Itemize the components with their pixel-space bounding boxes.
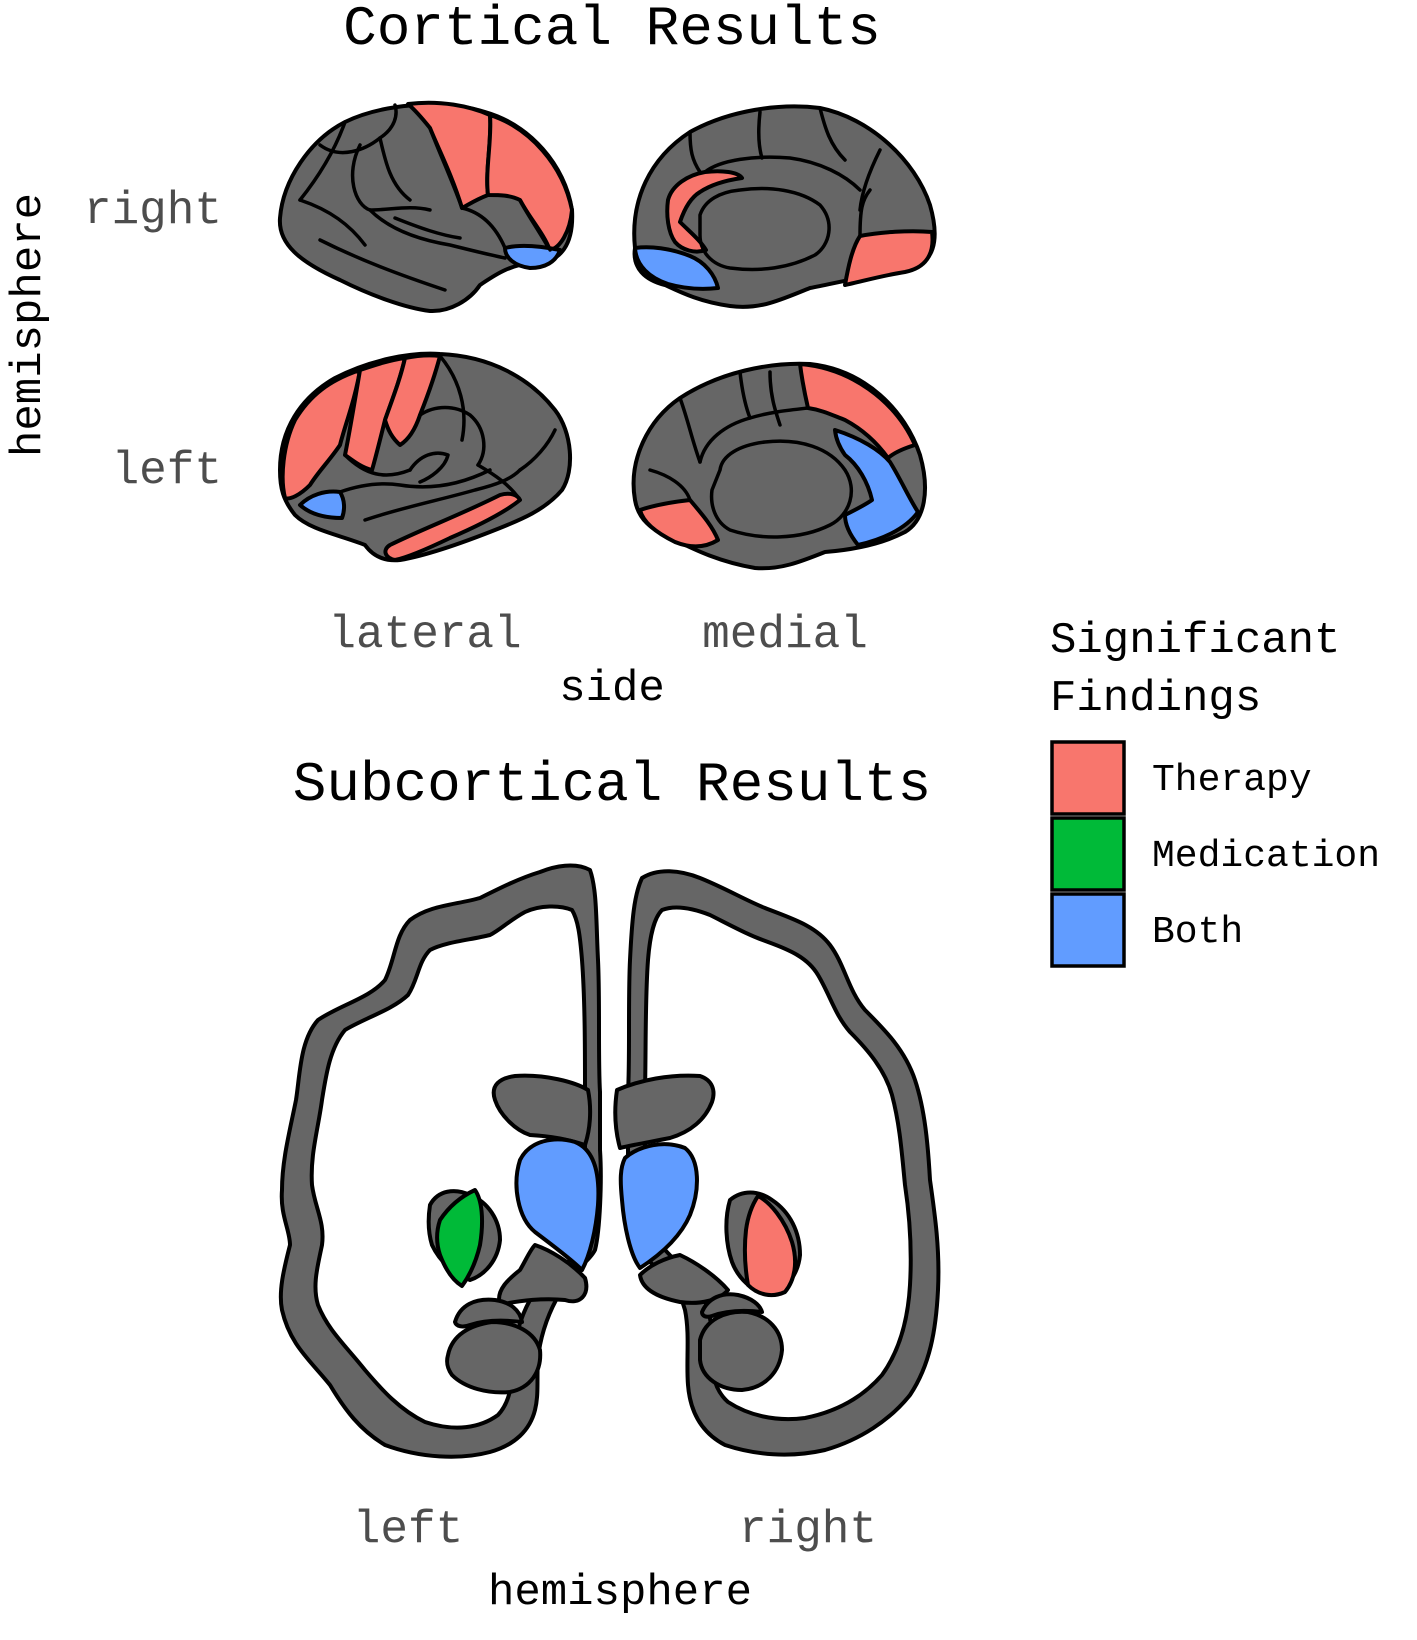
brain-right-lateral <box>277 100 575 314</box>
coronal-slice <box>278 863 941 1459</box>
left-temporal-inner <box>453 1297 524 1329</box>
legend-swatch-both <box>1050 892 1126 968</box>
row-label-left: left <box>112 445 222 497</box>
cortical-x-axis-label: side <box>559 664 665 714</box>
right-putamen-therapy <box>742 1194 798 1298</box>
sub-col-label-right: right <box>739 1504 877 1556</box>
left-pallidum-medication <box>435 1188 485 1288</box>
subcortical-x-axis-label: hemisphere <box>488 1568 752 1618</box>
cortical-y-axis-label: hemisphere <box>4 193 54 457</box>
legend-label-both: Both <box>1152 911 1243 954</box>
right-medial-therapy-arc <box>665 169 744 254</box>
left-amygdala <box>445 1320 543 1395</box>
col-label-lateral: lateral <box>328 609 521 661</box>
left-hippocampus <box>497 1243 589 1307</box>
legend-swatch-medication <box>1050 816 1126 892</box>
cortical-title: Cortical Results <box>343 0 881 61</box>
legend-label-therapy: Therapy <box>1152 759 1312 802</box>
legend-label-medication: Medication <box>1152 835 1380 878</box>
left-medial-both <box>833 428 920 547</box>
sub-col-label-left: left <box>353 1504 463 1556</box>
right-medial-both <box>633 245 720 291</box>
legend-title-line1: Significant <box>1050 616 1340 666</box>
left-caudate <box>491 1073 593 1147</box>
col-label-medial: medial <box>702 609 868 661</box>
legend-swatch-therapy <box>1050 740 1126 816</box>
right-caudate <box>613 1073 716 1150</box>
legend-title-line2: Findings <box>1050 674 1261 724</box>
brain-left-lateral <box>278 351 573 563</box>
subcortical-title: Subcortical Results <box>293 753 932 817</box>
left-lateral-both <box>298 489 347 520</box>
brain-right-medial <box>632 104 937 309</box>
left-lateral-therapy-d <box>383 491 522 562</box>
right-thalamus-both <box>618 1142 699 1270</box>
right-lateral-both <box>503 243 562 270</box>
right-temporal-inner <box>700 1292 764 1319</box>
left-medial-therapy-occ <box>638 498 720 549</box>
brain-left-medial <box>631 361 927 571</box>
left-thalamus-both <box>514 1137 601 1272</box>
right-medial-therapy-front <box>843 229 935 287</box>
left-lateral-therapy-a <box>280 368 362 501</box>
right-amygdala <box>698 1309 784 1392</box>
right-hippocampus <box>638 1253 730 1305</box>
legend: Significant Findings Therapy Medication … <box>1050 616 1380 968</box>
row-label-right: right <box>84 185 222 237</box>
